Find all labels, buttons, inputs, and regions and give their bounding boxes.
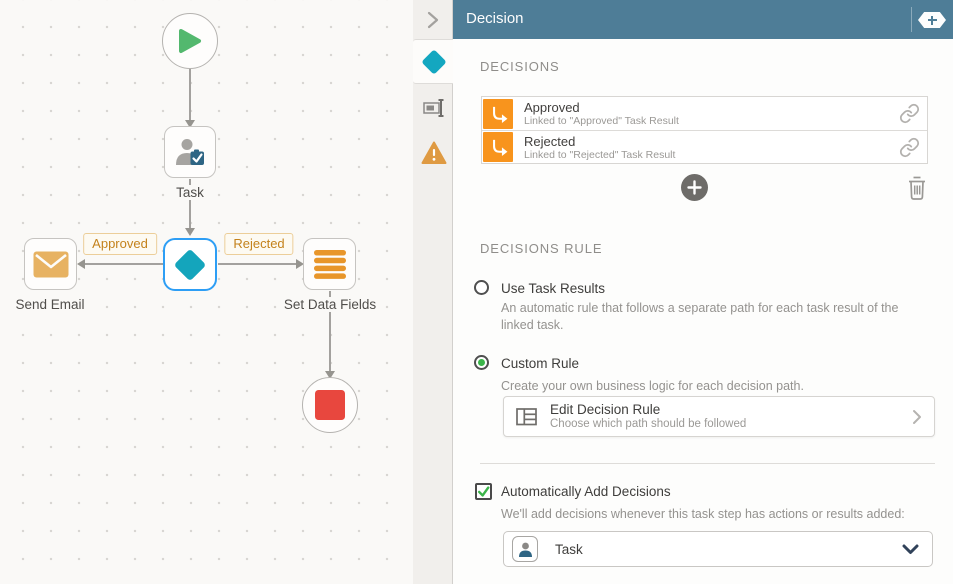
decision-row-approved[interactable]: Approved Linked to "Approved" Task Resul… bbox=[482, 97, 927, 130]
start-node[interactable] bbox=[162, 13, 218, 69]
stop-square-icon bbox=[315, 390, 345, 420]
arrowhead-down-icon bbox=[185, 228, 195, 236]
warning-triangle-icon bbox=[421, 141, 446, 164]
link-button[interactable] bbox=[899, 137, 927, 158]
edge-decision-setdatafields bbox=[218, 263, 296, 265]
data-fields-icon bbox=[313, 249, 346, 279]
arrowhead-left-icon bbox=[77, 259, 85, 269]
edge-task-decision bbox=[189, 179, 191, 228]
header-divider bbox=[911, 7, 912, 32]
play-icon bbox=[179, 29, 201, 53]
panel-header: Decision bbox=[453, 0, 953, 39]
decision-title: Rejected bbox=[524, 133, 576, 149]
panel-body: DECISIONS Approved Linked to "Approved" … bbox=[453, 39, 953, 584]
chevron-right-icon bbox=[427, 11, 439, 28]
tab-warnings[interactable] bbox=[413, 130, 454, 175]
add-decision-button[interactable] bbox=[681, 174, 708, 201]
decision-diamond-icon bbox=[422, 50, 445, 73]
envelope-icon bbox=[33, 251, 68, 277]
decision-subtitle: Linked to "Rejected" Task Result bbox=[524, 148, 676, 161]
delete-decision-button[interactable] bbox=[905, 175, 929, 201]
section-divider bbox=[480, 463, 935, 464]
send-email-node[interactable] bbox=[24, 238, 77, 290]
send-email-node-label: Send Email bbox=[12, 297, 88, 312]
link-chain-icon bbox=[899, 137, 920, 157]
end-node[interactable] bbox=[302, 377, 358, 433]
edit-rule-subtitle: Choose which path should be followed bbox=[550, 418, 747, 430]
use-task-results-description: An automatic rule that follows a separat… bbox=[501, 301, 899, 332]
decision-title: Approved bbox=[524, 100, 580, 115]
trash-icon bbox=[909, 176, 925, 200]
rejected-edge-label[interactable]: Rejected bbox=[224, 233, 294, 255]
rename-icon bbox=[422, 98, 443, 117]
edge-setdatafields-end bbox=[329, 291, 331, 371]
use-task-results-label[interactable]: Use Task Results bbox=[501, 281, 606, 296]
set-data-fields-node[interactable] bbox=[303, 238, 356, 290]
task-node-label: Task bbox=[173, 185, 207, 200]
collapse-panel-button[interactable] bbox=[413, 0, 453, 39]
link-chain-icon bbox=[899, 103, 920, 124]
custom-rule-radio[interactable] bbox=[474, 355, 489, 370]
tab-rename[interactable] bbox=[413, 85, 454, 130]
checkmark-icon bbox=[477, 486, 490, 497]
dropdown-selected-value: Task bbox=[555, 541, 583, 557]
rule-table-icon bbox=[515, 405, 538, 428]
set-data-fields-node-label: Set Data Fields bbox=[280, 297, 380, 312]
auto-add-decisions-label[interactable]: Automatically Add Decisions bbox=[501, 484, 671, 499]
arrowhead-right-icon bbox=[296, 259, 304, 269]
use-task-results-radio[interactable] bbox=[474, 280, 489, 295]
panel-tabstrip bbox=[413, 0, 454, 584]
workflow-canvas[interactable]: Task Send Email Set Data Fields bbox=[0, 0, 413, 584]
branch-arrow-icon bbox=[483, 132, 513, 162]
add-button[interactable] bbox=[918, 12, 946, 28]
task-node[interactable] bbox=[164, 126, 216, 178]
branch-arrow-icon bbox=[483, 98, 513, 129]
custom-rule-description: Create your own business logic for each … bbox=[501, 379, 804, 393]
task-person-icon bbox=[512, 536, 538, 562]
task-step-dropdown[interactable]: Task bbox=[503, 531, 933, 567]
edit-decision-rule-button[interactable]: Edit Decision Rule Choose which path sho… bbox=[503, 396, 935, 437]
decisions-list: Approved Linked to "Approved" Task Resul… bbox=[481, 96, 928, 164]
edit-rule-title: Edit Decision Rule bbox=[550, 402, 661, 417]
link-button[interactable] bbox=[899, 103, 927, 124]
custom-rule-label[interactable]: Custom Rule bbox=[501, 356, 580, 371]
edge-start-task bbox=[189, 69, 191, 120]
decisions-heading: DECISIONS bbox=[480, 59, 560, 74]
auto-add-decisions-checkbox[interactable] bbox=[475, 483, 492, 500]
approved-edge-label[interactable]: Approved bbox=[83, 233, 157, 255]
decisions-rule-heading: DECISIONS RULE bbox=[480, 241, 603, 256]
decision-node[interactable] bbox=[163, 238, 217, 291]
decision-properties-panel: Decision DECISIONS A bbox=[413, 0, 953, 584]
tab-decisions[interactable] bbox=[413, 39, 454, 84]
chevron-right-icon bbox=[912, 409, 934, 425]
edge-decision-sendemail bbox=[85, 263, 163, 265]
plus-icon bbox=[687, 180, 702, 195]
decision-subtitle: Linked to "Approved" Task Result bbox=[524, 115, 679, 127]
panel-title: Decision bbox=[466, 10, 524, 27]
auto-add-decisions-description: We'll add decisions whenever this task s… bbox=[501, 507, 905, 521]
decision-diamond-icon bbox=[175, 249, 205, 280]
decision-row-rejected[interactable]: Rejected Linked to "Rejected" Task Resul… bbox=[482, 130, 927, 163]
arrowhead-down-icon bbox=[185, 120, 195, 128]
chevron-down-icon bbox=[902, 544, 932, 555]
arrowhead-down-icon bbox=[325, 371, 335, 379]
task-person-clipboard-icon bbox=[176, 139, 204, 165]
radio-selected-dot bbox=[478, 359, 485, 366]
